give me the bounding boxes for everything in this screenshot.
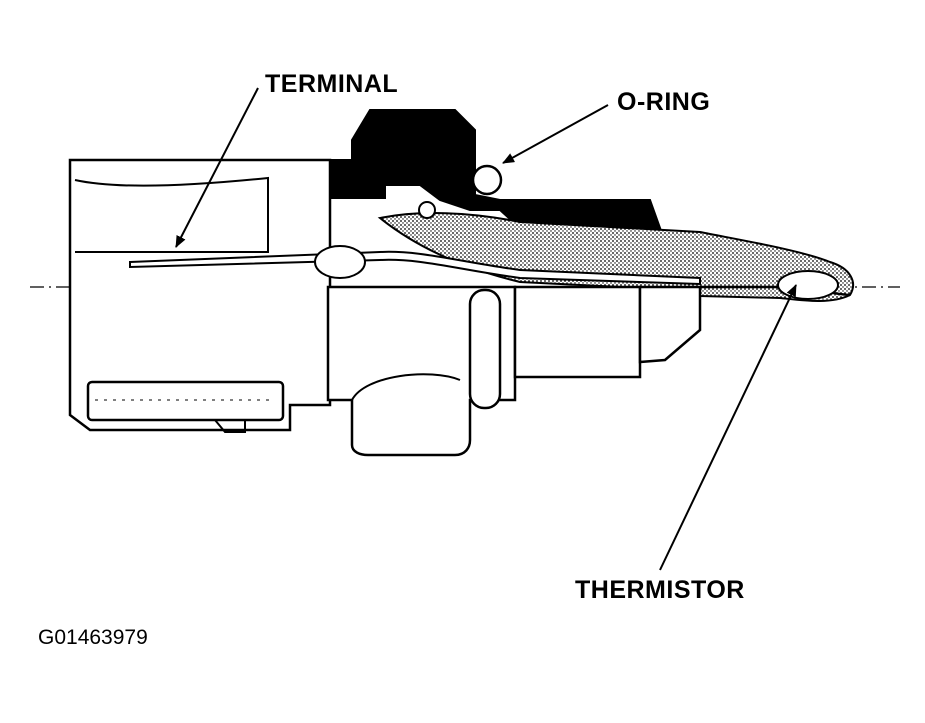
terminal-rivet xyxy=(314,245,366,279)
thermistor-label: THERMISTOR xyxy=(575,576,745,604)
figure-id-label: G01463979 xyxy=(38,626,148,649)
o-ring-label: O-RING xyxy=(617,88,711,116)
connector-housing xyxy=(68,158,332,433)
thermistor-leader-line xyxy=(659,284,797,571)
hex-nut xyxy=(326,285,851,457)
terminal-label: TERMINAL xyxy=(265,70,399,98)
o-ring-seal xyxy=(471,164,503,196)
terminal-blade xyxy=(129,250,701,286)
thermistor-element xyxy=(777,270,839,300)
terminal-leader-line xyxy=(175,87,259,248)
retaining-clip xyxy=(329,109,662,229)
o-ring-leader-line xyxy=(502,104,609,164)
o-ring-seat xyxy=(418,201,436,219)
